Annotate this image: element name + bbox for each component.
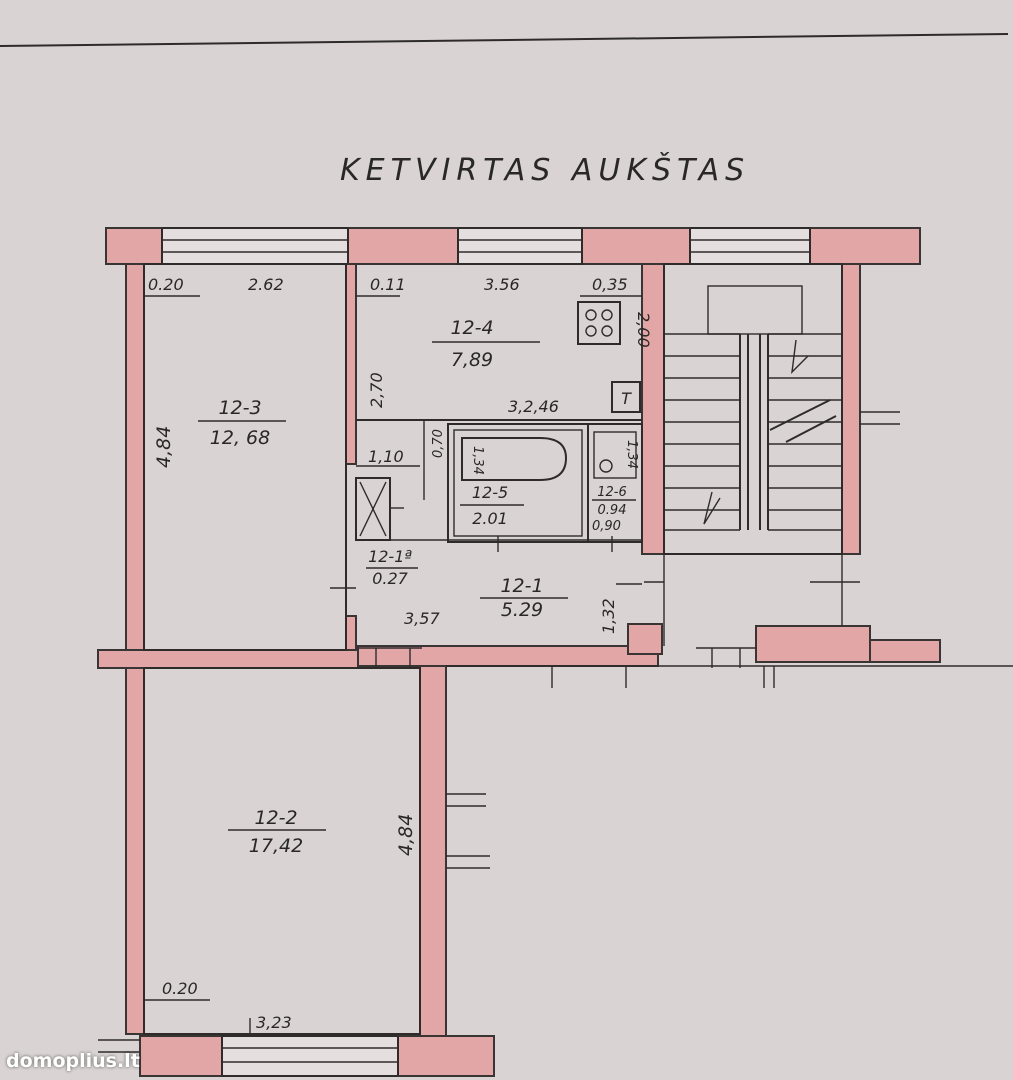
staircase bbox=[663, 263, 843, 646]
sink-icon bbox=[593, 431, 637, 479]
svg-text:12-3: 12-3 bbox=[218, 397, 261, 419]
watermark-logo: domoplius.lt bbox=[6, 1050, 140, 1072]
hall-corner-pier bbox=[627, 623, 663, 655]
svg-text:0,35: 0,35 bbox=[592, 275, 628, 294]
svg-text:12-4: 12-4 bbox=[450, 317, 493, 339]
svg-text:0.20: 0.20 bbox=[162, 979, 198, 998]
svg-text:1,32: 1,32 bbox=[599, 598, 618, 634]
svg-text:0,70: 0,70 bbox=[431, 429, 446, 458]
top-exterior-wall bbox=[105, 227, 921, 265]
window-top-3 bbox=[689, 227, 811, 265]
stair-landing-wall bbox=[755, 625, 871, 663]
window-top-2 bbox=[457, 227, 583, 265]
svg-text:0,90: 0,90 bbox=[592, 519, 621, 534]
svg-text:0.11: 0.11 bbox=[370, 275, 406, 294]
svg-text:1,34: 1,34 bbox=[624, 440, 639, 469]
svg-text:3,2,46: 3,2,46 bbox=[508, 397, 559, 416]
svg-text:2.62: 2.62 bbox=[248, 275, 284, 294]
wall-12-3-12-4 bbox=[345, 263, 357, 465]
room-label-12-5: 12-5 2.01 bbox=[460, 483, 524, 528]
wall-hall-bottom bbox=[357, 645, 659, 667]
room-label-12-1a: 12-1ª 0.27 bbox=[366, 547, 418, 588]
room-label-12-3: 12-3 12, 68 bbox=[198, 397, 286, 449]
svg-text:12-1ª: 12-1ª bbox=[368, 547, 412, 566]
svg-text:0.27: 0.27 bbox=[372, 569, 408, 588]
stair-landing-wall-right bbox=[869, 639, 941, 663]
svg-text:7,89: 7,89 bbox=[451, 349, 493, 371]
window-bottom bbox=[221, 1035, 399, 1077]
svg-text:3.56: 3.56 bbox=[484, 275, 520, 294]
stair-right-wall bbox=[841, 263, 861, 555]
room-label-12-2: 12-2 17,42 bbox=[228, 807, 326, 857]
svg-text:0.20: 0.20 bbox=[148, 275, 184, 294]
wall-kitchen-stairs bbox=[641, 263, 665, 555]
plan-title: KETVIRTAS AUKŠTAS bbox=[340, 151, 750, 188]
svg-text:3,57: 3,57 bbox=[404, 609, 440, 628]
svg-text:12, 68: 12, 68 bbox=[210, 427, 270, 449]
wall-12-2-right bbox=[419, 665, 447, 1039]
bathroom-inner bbox=[453, 429, 583, 537]
room-label-12-6: 12-6 0.94 bbox=[592, 485, 636, 518]
svg-text:T: T bbox=[621, 389, 632, 408]
svg-text:12-5: 12-5 bbox=[472, 483, 508, 502]
room-label-12-4: 12-4 7,89 bbox=[432, 317, 540, 371]
svg-text:12-6: 12-6 bbox=[597, 485, 627, 500]
svg-text:12-1: 12-1 bbox=[500, 575, 543, 597]
svg-text:5.29: 5.29 bbox=[501, 599, 543, 621]
svg-text:4,84: 4,84 bbox=[395, 814, 417, 856]
dimension-labels: 0.20 2.62 0.11 3.56 0,35 2,00 2,70 4,84 … bbox=[144, 275, 653, 1032]
door-marks bbox=[98, 411, 900, 1053]
svg-text:2,70: 2,70 bbox=[367, 372, 386, 408]
svg-text:4,84: 4,84 bbox=[153, 426, 175, 468]
svg-text:1,34: 1,34 bbox=[470, 446, 485, 475]
svg-text:12-2: 12-2 bbox=[254, 807, 297, 829]
frame-top-line bbox=[0, 33, 1009, 47]
bottom-wall-left bbox=[139, 1035, 223, 1077]
room-12-2-outline bbox=[143, 667, 421, 1035]
room-label-12-1: 12-1 5.29 bbox=[480, 575, 568, 621]
svg-text:3,23: 3,23 bbox=[256, 1013, 292, 1032]
svg-text:2.01: 2.01 bbox=[472, 509, 508, 528]
svg-text:1,10: 1,10 bbox=[368, 447, 404, 466]
stove-icon bbox=[577, 301, 621, 345]
wc-outline bbox=[587, 423, 643, 543]
fridge-icon: T bbox=[611, 381, 641, 413]
bottom-wall-right bbox=[397, 1035, 495, 1077]
room-12-3-outline bbox=[143, 263, 347, 651]
svg-text:0.94: 0.94 bbox=[598, 503, 627, 518]
bathtub-icon bbox=[461, 437, 568, 481]
svg-text:2,00: 2,00 bbox=[634, 312, 653, 348]
wall-12-3-12-2 bbox=[97, 649, 359, 669]
svg-text:17,42: 17,42 bbox=[249, 835, 303, 857]
window-top-1 bbox=[161, 227, 349, 265]
